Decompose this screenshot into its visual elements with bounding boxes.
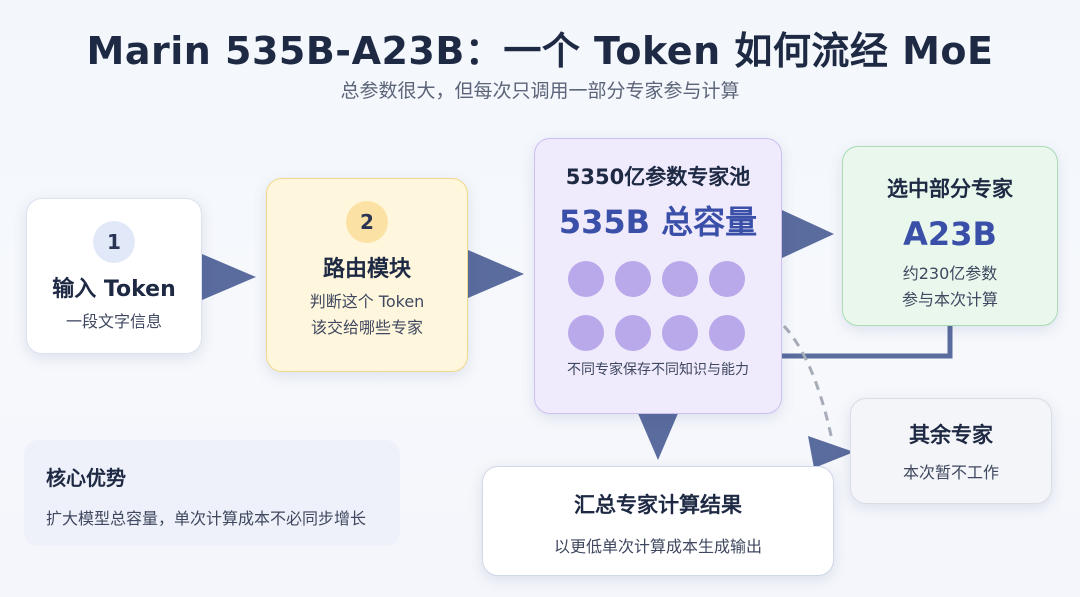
core-advantage-panel: 核心优势 扩大模型总容量，单次计算成本不必同步增长: [24, 440, 400, 546]
arrow-router-to-pool: [468, 250, 524, 298]
arrow-pool-to-selected: [782, 210, 834, 258]
other-experts-desc: 本次暂不工作: [902, 463, 999, 482]
input-token-title: 输入 Token: [52, 277, 176, 302]
expert-dot: [662, 315, 698, 351]
input-token-card: 1 输入 Token 一段文字信息: [26, 198, 202, 354]
expert-dot: [709, 315, 745, 351]
selected-experts-card: 选中部分专家 A23B 约230亿参数 参与本次计算: [842, 146, 1058, 326]
selected-experts-title: 选中部分专家: [887, 177, 1013, 201]
other-experts-title: 其余专家: [909, 423, 993, 447]
router-title: 路由模块: [322, 257, 411, 282]
arrow-to-others: [808, 436, 854, 468]
core-advantage-title: 核心优势: [46, 466, 126, 490]
expert-pool-capacity: 535B 总容量: [558, 203, 758, 241]
expert-dot: [662, 261, 698, 297]
diagram-subtitle: 总参数很大，但每次只调用一部分专家参与计算: [340, 80, 740, 102]
result-title: 汇总专家计算结果: [574, 493, 742, 517]
expert-dot: [568, 261, 604, 297]
result-desc: 以更低单次计算成本生成输出: [553, 537, 762, 556]
core-advantage-desc: 扩大模型总容量，单次计算成本不必同步增长: [46, 509, 367, 528]
expert-pool-card: 5350亿参数专家池 535B 总容量 不同专家保存不同知识与能力: [534, 138, 782, 414]
expert-dots-grid: [535, 253, 781, 353]
input-token-desc: 一段文字信息: [65, 312, 162, 331]
expert-dot: [709, 261, 745, 297]
router-card: 2 路由模块 判断这个 Token 该交给哪些专家: [266, 178, 468, 372]
selected-experts-value: A23B: [903, 215, 997, 253]
dashed-pool-to-others: [782, 324, 834, 441]
router-desc-line1: 判断这个 Token: [309, 292, 425, 311]
router-desc-line2: 该交给哪些专家: [310, 318, 423, 337]
step-number-badge: 2: [346, 201, 388, 243]
expert-dot: [615, 315, 651, 351]
selected-experts-desc: 约230亿参数 参与本次计算: [843, 261, 1057, 313]
expert-pool-note: 不同专家保存不同知识与能力: [567, 362, 749, 378]
selected-desc-line1: 约230亿参数: [902, 264, 998, 283]
diagram-title: Marin 535B-A23B：一个 Token 如何流经 MoE: [86, 29, 994, 73]
arrow-selected-to-result: [634, 404, 682, 460]
step-number-badge: 1: [93, 221, 135, 263]
expert-dot: [568, 315, 604, 351]
expert-dot: [615, 261, 651, 297]
expert-pool-title: 5350亿参数专家池: [565, 165, 751, 189]
router-desc: 判断这个 Token 该交给哪些专家: [267, 289, 467, 341]
other-experts-card: 其余专家 本次暂不工作: [850, 398, 1052, 504]
arrow-input-to-router: [202, 254, 256, 300]
selected-desc-line2: 参与本次计算: [901, 290, 998, 309]
result-card: 汇总专家计算结果 以更低单次计算成本生成输出: [482, 466, 834, 576]
